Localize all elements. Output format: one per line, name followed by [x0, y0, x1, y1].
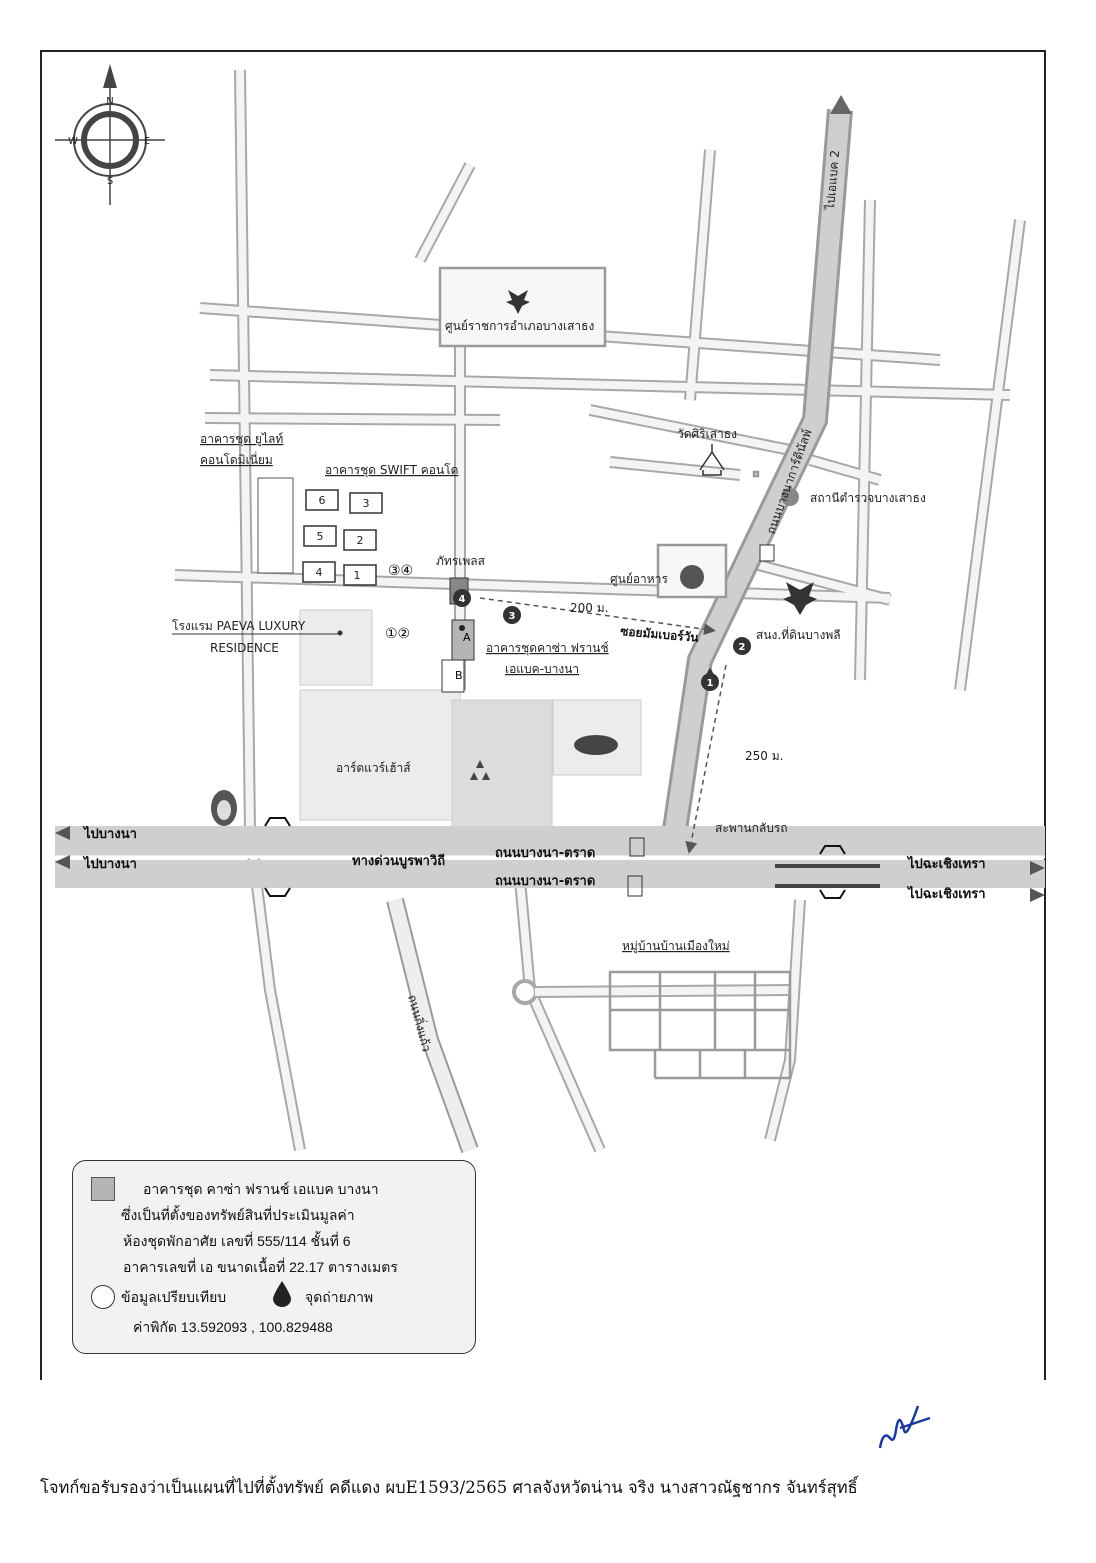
legend-comparable-circle: [91, 1285, 115, 1309]
building-2: 2: [357, 534, 364, 547]
label-wat: วัดศิริเสาธง: [677, 427, 737, 441]
label-to-bangna-1: ไปบางนา: [82, 825, 137, 842]
label-ulite-1: อาคารชุด ยูไลท์: [200, 432, 283, 447]
legend-line-4: อาคารเลขที่ เอ ขนาดเนื้อที่ 22.17 ตารางเ…: [123, 1259, 398, 1275]
photo-point-4: 4: [459, 594, 466, 605]
label-paeva-1: โรงแรม PAEVA LUXURY: [172, 619, 306, 633]
map-frame: [40, 50, 1046, 1380]
label-land-office: สนง.ที่ดินบางพลี: [756, 626, 841, 642]
ford-logo-icon: [574, 735, 618, 755]
distance-lines: [479, 597, 727, 854]
building-6: 6: [319, 494, 326, 507]
photo-point-1: 1: [707, 678, 714, 689]
food-court-icon: [680, 565, 704, 589]
signature-mark: [878, 1405, 931, 1449]
police-icon: [781, 488, 799, 506]
comparable-12: ①②: [385, 626, 410, 642]
label-ulite-2: คอนโดมิเนี่ยม: [200, 451, 273, 467]
label-district-office: ศูนย์ราชการอำเภอบางเสาธง: [445, 319, 594, 334]
compass-s: S: [107, 176, 113, 187]
comparable-34: ③④: [388, 563, 413, 579]
building-4: 4: [316, 566, 323, 579]
compass-e: E: [144, 136, 150, 147]
photo-point-3: 3: [509, 611, 516, 622]
label-burapha-expressway: ทางด่วนบูรพาวิถี: [352, 853, 445, 869]
label-food-court: ศูนย์อาหาร: [610, 572, 668, 587]
label-u-turn: สะพานกลับรถ: [715, 821, 788, 835]
legend-line-2: ซึ่งเป็นที่ตั้งของทรัพย์สินที่ประเมินมูล…: [121, 1207, 355, 1223]
lots: [257, 477, 642, 841]
legend-subject-swatch: [91, 1177, 115, 1201]
legend-box: อาคารชุด คาซ่า ฟรานช์ เอแบค บางนา ซึ่งเป…: [72, 1160, 476, 1354]
label-to-abac2: ไปเอแบค 2: [823, 149, 842, 211]
label-swift: อาคารชุด SWIFT คอนโด: [325, 463, 458, 478]
photo-point-2: 2: [739, 642, 746, 653]
highway: [55, 817, 1045, 902]
distance-200: 200 ม.: [570, 601, 608, 615]
label-police: สถานีตำรวจบางเสาธง: [810, 491, 926, 505]
legend-line-3: ห้องชุดพักอาศัย เลขที่ 555/114 ชั้นที่ 6: [123, 1233, 351, 1249]
label-artware: อาร์ตแวร์เฮ้าส์: [336, 761, 411, 775]
label-subject-1: อาคารชุดคาซ่า ฟรานช์: [486, 641, 609, 656]
legend-comparable: ข้อมูลเปรียบเทียบ: [121, 1289, 227, 1305]
village-grid: [608, 970, 792, 1080]
garuda-icon-land-office: [783, 582, 817, 615]
label-village: หมู่บ้านบ้านเมืองใหม่: [622, 939, 730, 954]
legend-line-1: อาคารชุด คาซ่า ฟรานช์ เอแบค บางนา: [143, 1181, 379, 1197]
certification-footer: โจทก์ขอรับรองว่าเป็นแผนที่ไปที่ตั้งทรัพย…: [40, 1478, 858, 1497]
garuda-icon-district: [506, 290, 530, 314]
marker-b: B: [455, 669, 463, 682]
label-bangna-trat-2: ถนนบางนา-ตราด: [495, 874, 595, 889]
compass-w: W: [68, 136, 78, 147]
temple-icon: [699, 444, 725, 476]
label-to-chachoengsao-2: ไปฉะเชิงเทรา: [906, 885, 986, 902]
label-soi: ซอยมัมเบอร์วัน: [620, 624, 700, 645]
legend-photo: จุดถ่ายภาพ: [305, 1289, 374, 1305]
seven-eleven-icon: [759, 544, 775, 562]
label-paeva-2: RESIDENCE: [210, 641, 279, 655]
compass-n: N: [106, 96, 113, 107]
swift-buildings: [302, 489, 383, 586]
north-arrow-road: [830, 95, 852, 114]
label-to-chachoengsao-1: ไปฉะเชิงเทรา: [906, 855, 986, 872]
ptt-station-icon: [211, 790, 237, 826]
legend-photo-icon: [273, 1281, 291, 1307]
label-to-bangna-2: ไปบางนา: [82, 855, 137, 872]
label-subject-2: เอแบค-บางนา: [505, 662, 579, 676]
mitsubishi-logo-icon: [470, 760, 490, 780]
compass-rose: [55, 64, 165, 205]
label-bangna-trat-1: ถนนบางนา-ตราด: [495, 846, 595, 861]
label-phatra: ภัทรเพลส: [436, 554, 486, 568]
building-5: 5: [317, 530, 324, 543]
building-3: 3: [363, 497, 370, 510]
legend-coords: ค่าพิกัด 13.592093 , 100.829488: [133, 1319, 333, 1335]
building-1: 1: [354, 569, 361, 582]
distance-250: 250 ม.: [745, 749, 783, 763]
marker-a: A: [463, 631, 471, 644]
photo-points: [453, 589, 751, 691]
